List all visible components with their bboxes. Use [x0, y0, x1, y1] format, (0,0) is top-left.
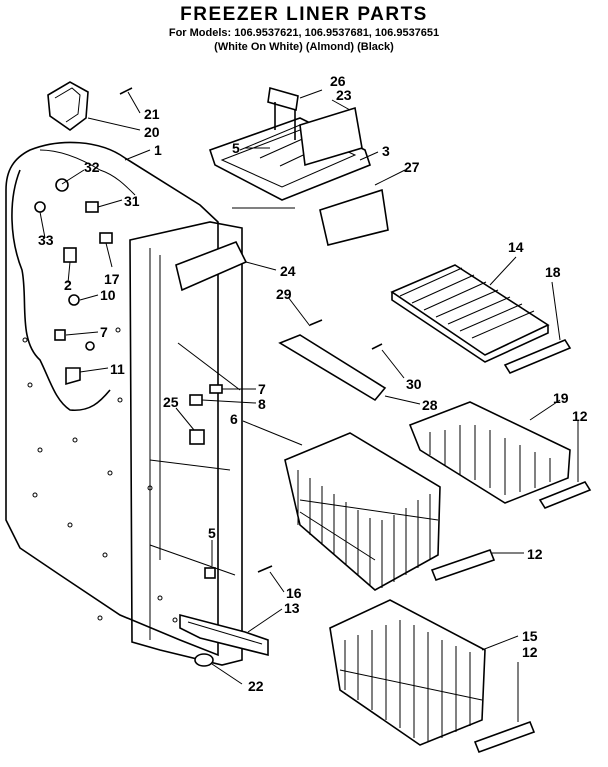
callout-28: 28 — [422, 397, 438, 413]
callout-31: 31 — [124, 193, 140, 209]
liner-components — [34, 178, 223, 579]
callout-22: 22 — [248, 678, 264, 694]
callout-8: 8 — [258, 396, 266, 412]
part-bracket-20 — [47, 81, 133, 131]
callout-12c: 12 — [522, 644, 538, 660]
callout-7: 7 — [100, 324, 108, 340]
diagram-title: FREEZER LINER PARTS — [180, 4, 428, 25]
callout-20: 20 — [144, 124, 160, 140]
screw-holes — [22, 327, 178, 623]
callout-18: 18 — [545, 264, 561, 280]
part-19-basket — [408, 401, 571, 504]
callout-32: 32 — [84, 159, 100, 175]
part-16-screw — [257, 565, 273, 573]
callout-6: 6 — [230, 411, 238, 427]
callout-11: 11 — [110, 361, 125, 377]
callout-10: 10 — [100, 287, 116, 303]
callout-7b: 7 — [258, 381, 266, 397]
callout-23: 23 — [336, 87, 352, 103]
part-6-basket — [284, 432, 441, 591]
callout-26: 26 — [330, 73, 346, 89]
callout-3: 3 — [382, 143, 390, 159]
callout-30: 30 — [406, 376, 422, 392]
part-28-support — [278, 319, 387, 402]
callout-29: 29 — [276, 286, 292, 302]
part-13-grille — [179, 613, 269, 657]
callout-15: 15 — [522, 628, 538, 644]
callout-21: 21 — [144, 106, 160, 122]
part-18-trim — [503, 339, 572, 374]
callout-19: 19 — [553, 390, 569, 406]
part-24-panel — [175, 240, 248, 292]
callout-27: 27 — [404, 159, 420, 175]
callout-17: 17 — [104, 271, 120, 287]
part-22-knob — [194, 653, 214, 667]
callout-16: 16 — [286, 585, 302, 601]
leader-lines — [39, 89, 579, 722]
callout-labels: 26 23 21 20 1 5 3 27 32 31 33 17 2 10 7 … — [38, 73, 588, 694]
model-numbers: For Models: 106.9537621, 106.9537681, 10… — [168, 27, 440, 39]
callout-14: 14 — [508, 239, 524, 255]
callout-12a: 12 — [572, 408, 588, 424]
callout-13: 13 — [284, 600, 300, 616]
part-ice-tray-assembly — [208, 86, 389, 246]
callout-33: 33 — [38, 232, 54, 248]
callout-12b: 12 — [527, 546, 543, 562]
callout-2: 2 — [64, 277, 72, 293]
part-freezer-liner — [5, 141, 243, 666]
callout-24: 24 — [280, 263, 296, 279]
part-15-basket — [329, 599, 486, 746]
callout-5b: 5 — [208, 525, 216, 541]
callout-25: 25 — [163, 394, 179, 410]
callout-1: 1 — [154, 142, 162, 158]
callout-5: 5 — [232, 140, 240, 156]
color-variants: (White On White) (Almond) (Black) — [214, 41, 394, 53]
part-12-trims — [430, 481, 592, 754]
part-14-wire-shelf — [390, 264, 550, 363]
